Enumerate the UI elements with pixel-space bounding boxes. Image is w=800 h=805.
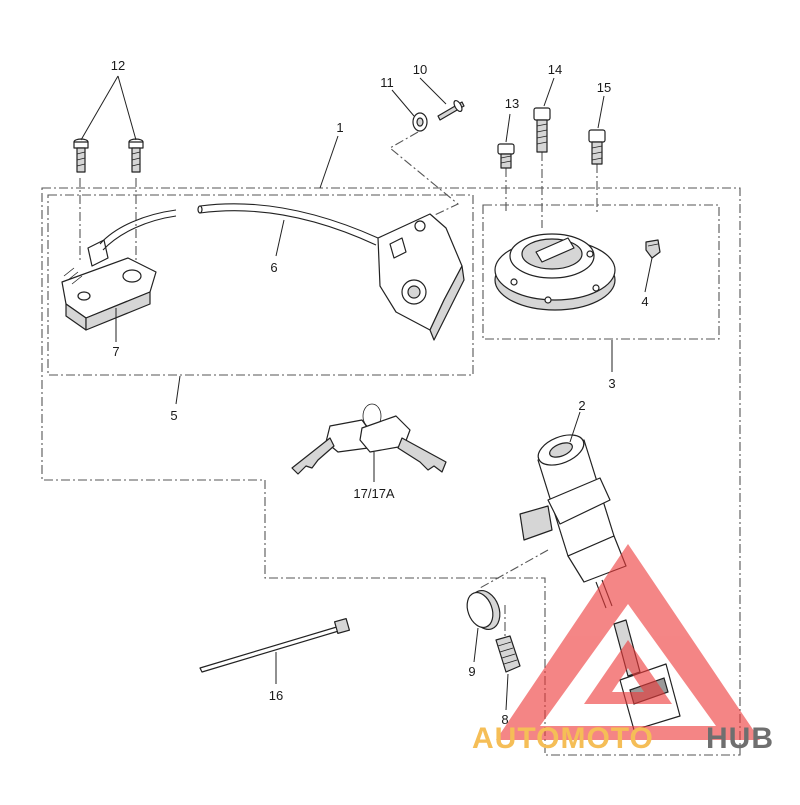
screw-13-icon [497, 143, 515, 169]
callout-5: 5 [170, 408, 177, 423]
lock-housing-icon [377, 213, 465, 341]
screw-12a-icon [73, 138, 89, 173]
callout-16: 16 [269, 688, 283, 703]
callout-9: 9 [468, 664, 475, 679]
leader-11 [391, 89, 415, 117]
callout-2: 2 [578, 398, 585, 413]
keys-17-icon [291, 403, 447, 475]
screw-15-icon [588, 129, 606, 165]
leader-1 [319, 135, 339, 189]
callout-12: 12 [111, 58, 125, 73]
cable-tie-16-icon [199, 617, 351, 673]
assembly-outline-3 [482, 204, 720, 340]
callout-13: 13 [505, 96, 519, 111]
pin-10-icon [437, 99, 465, 121]
leader-14 [543, 77, 555, 107]
watermark-logo [496, 544, 760, 740]
assembly-outline-5 [47, 194, 474, 376]
cover-9-icon [466, 590, 501, 630]
callout-17: 17/17A [353, 486, 395, 501]
leader-9 [473, 627, 479, 663]
assembly-outline-1 [41, 187, 741, 756]
screw-12b-icon [128, 138, 144, 173]
callout-10: 10 [413, 62, 427, 77]
callout-3: 3 [608, 376, 615, 391]
leader-13 [505, 113, 511, 143]
align-line-10-11 [389, 131, 460, 223]
callout-11: 11 [380, 75, 394, 90]
leader-8 [505, 673, 509, 711]
align-line-9 [479, 549, 549, 589]
ignition-switch-2-icon [519, 434, 681, 731]
callout-15: 15 [597, 80, 611, 95]
leader-5 [175, 375, 181, 405]
callout-8: 8 [501, 712, 508, 727]
fuel-cap-3-icon [494, 233, 616, 311]
callout-7: 7 [112, 344, 119, 359]
washer-11-icon [412, 112, 428, 132]
leader-2 [569, 411, 581, 443]
screw-14-icon [533, 107, 551, 153]
cable-6-icon [197, 203, 379, 246]
leader-15 [597, 95, 605, 129]
watermark-brand-part2: HUB [706, 722, 774, 755]
watermark-triangle-icon [496, 544, 760, 740]
bolt-8-icon [495, 635, 521, 673]
leader-12 [80, 75, 137, 141]
leader-4 [644, 257, 653, 293]
plug-4-icon [645, 239, 661, 259]
callout-14: 14 [548, 62, 562, 77]
callout-4: 4 [641, 294, 648, 309]
leader-10 [419, 77, 447, 105]
leader-6 [275, 219, 285, 257]
callout-6: 6 [270, 260, 277, 275]
watermark-brand-part1: AUTOMOTO [472, 722, 654, 755]
callout-1: 1 [336, 120, 343, 135]
bracket-7-icon [61, 209, 177, 331]
